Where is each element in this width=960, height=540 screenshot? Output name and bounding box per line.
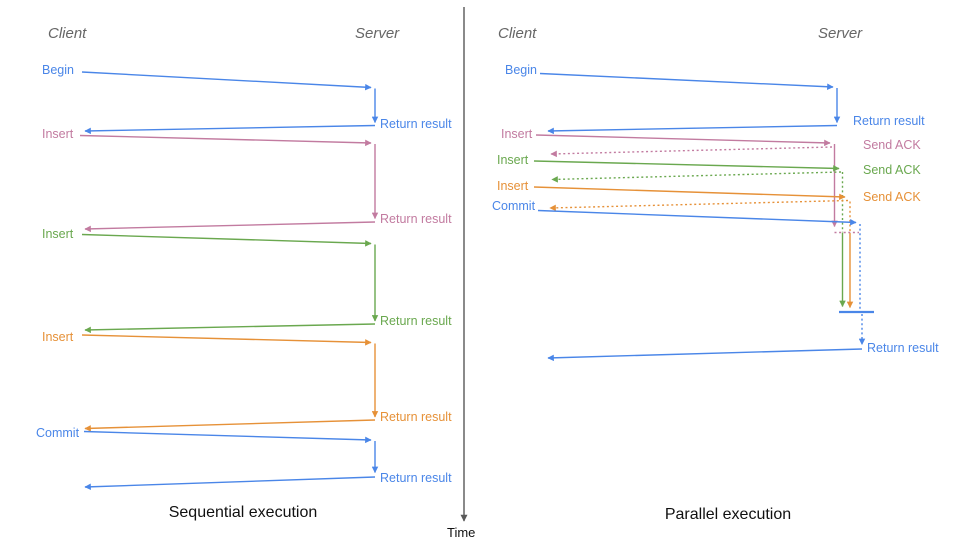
par-insert3-request-line — [533, 186, 846, 201]
seq-commit-request-line — [83, 430, 372, 444]
par-commit-label: Commit — [492, 199, 536, 213]
seq-begin-label: Begin — [42, 63, 74, 77]
seq-commit-label: Commit — [36, 426, 80, 440]
par-insert1-ack-line — [550, 146, 833, 158]
seq-commit-return-line — [84, 476, 376, 491]
par-commit-request-line — [537, 209, 857, 226]
par-begin-return-line — [547, 124, 838, 135]
par-insert2-ack-line — [551, 171, 842, 183]
sequential-title: Sequential execution — [169, 504, 318, 521]
server-header: Server — [355, 25, 400, 42]
par-insert2-label: Insert — [497, 153, 529, 167]
par-begin-request-line — [539, 72, 834, 90]
par-insert3-label: Insert — [497, 179, 529, 193]
seq-commit-response-label: Return result — [380, 471, 452, 485]
parallel-title: Parallel execution — [665, 506, 791, 523]
seq-begin-response-label: Return result — [380, 117, 452, 131]
seq-insert2-request-line — [81, 233, 372, 247]
seq-insert3-return-line — [84, 419, 376, 432]
sequential-panel: Client Server Begin Return result Insert… — [36, 25, 452, 521]
par-insert3-ack-line — [549, 199, 849, 212]
par-insert1-request-line — [535, 134, 831, 147]
seq-insert3-request-line — [81, 334, 372, 346]
seq-insert1-return-line — [84, 221, 376, 233]
par-insert1-response-label: Send ACK — [863, 138, 921, 152]
par-insert2-response-label: Send ACK — [863, 163, 921, 177]
seq-insert2-return-line — [84, 323, 376, 334]
client-header: Client — [498, 25, 537, 42]
client-header: Client — [48, 25, 87, 42]
parallel-panel: Client Server Begin Return result Insert… — [492, 25, 939, 523]
seq-insert2-response-label: Return result — [380, 314, 452, 328]
seq-begin-return-line — [84, 124, 376, 135]
seq-insert3-label: Insert — [42, 330, 74, 344]
par-begin-response-label: Return result — [853, 114, 925, 128]
seq-insert1-request-line — [79, 134, 372, 147]
par-insert3-response-label: Send ACK — [863, 190, 921, 204]
seq-insert1-label: Insert — [42, 127, 74, 141]
seq-insert1-response-label: Return result — [380, 212, 452, 226]
server-header: Server — [818, 25, 863, 42]
seq-begin-request-line — [81, 71, 372, 91]
time-axis-label: Time — [447, 525, 475, 540]
par-insert2-request-line — [533, 160, 840, 172]
seq-insert3-response-label: Return result — [380, 410, 452, 424]
seq-insert2-label: Insert — [42, 227, 74, 241]
time-axis: Time — [447, 7, 475, 540]
par-final-response-label: Return result — [867, 341, 939, 355]
par-insert1-label: Insert — [501, 127, 533, 141]
par-begin-label: Begin — [505, 63, 537, 77]
par-final-return-line — [547, 348, 863, 362]
